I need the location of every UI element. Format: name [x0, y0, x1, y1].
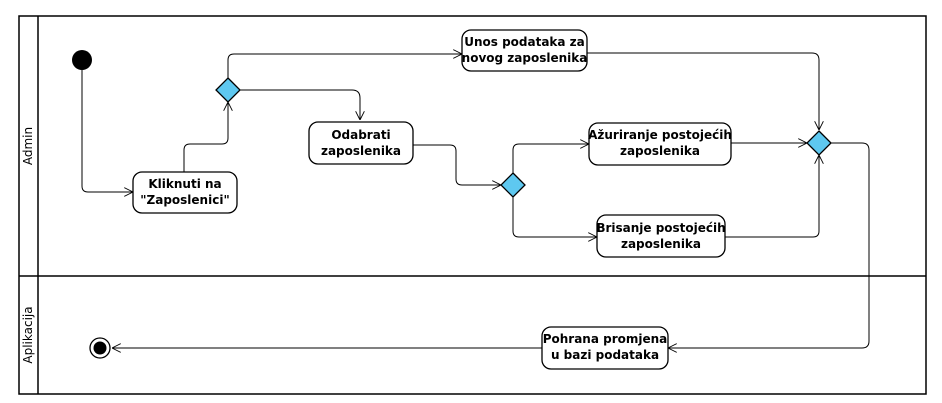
- decision-node-2: [500, 172, 526, 198]
- initial-node: [72, 50, 92, 70]
- activity-label-line2: zaposlenika: [321, 144, 401, 158]
- activity-label-line1: Ažuriranje postojećih: [588, 128, 732, 142]
- flow-odabrati-to-decision2: [413, 144, 501, 185]
- activity-unos-podataka: Unos podataka za novog zaposlenika: [461, 29, 588, 72]
- activity-label-line2: "Zaposlenici": [140, 193, 229, 207]
- activity-label-line2: u bazi podataka: [551, 348, 659, 362]
- decision-node-1: [215, 77, 241, 103]
- activity-label-line1: Pohrana promjena: [543, 332, 668, 346]
- flow-decision2-to-azuriranje: [512, 144, 589, 173]
- activity-odabrati-zaposlenika: Odabrati zaposlenika: [308, 121, 414, 165]
- flow-klik-to-decision1: [183, 102, 228, 172]
- activity-label-line1: Kliknuti na: [148, 177, 221, 191]
- flow-start-to-klik: [81, 70, 133, 192]
- merge-node: [806, 130, 832, 156]
- activity-label-line1: Odabrati: [331, 128, 390, 142]
- activity-label-line1: Unos podataka za: [464, 35, 585, 49]
- lane-label-admin: Admin: [21, 127, 35, 165]
- final-node: [89, 337, 111, 359]
- flow-decision3-to-pohrana: [668, 142, 870, 348]
- activity-label-line2: zaposlenika: [620, 144, 700, 158]
- flow-decision1-to-odabrati: [240, 89, 360, 120]
- control-flows: [81, 52, 870, 348]
- activity-brisanje-zaposlenika: Brisanje postojećih zaposlenika: [596, 214, 726, 258]
- flow-decision1-to-unos: [227, 54, 462, 78]
- activity-label-line1: Brisanje postojećih: [596, 221, 725, 235]
- activity-azuriranje-zaposlenika: Ažuriranje postojećih zaposlenika: [588, 122, 732, 166]
- flow-brisanje-to-decision3: [725, 155, 819, 238]
- activity-label-line2: novog zaposlenika: [462, 51, 588, 65]
- flow-unos-to-decision3: [587, 52, 819, 130]
- flow-decision2-to-brisanje: [512, 197, 597, 237]
- swimlane-frame: [18, 15, 927, 395]
- lane-label-aplikacija: Aplikacija: [21, 306, 35, 363]
- activity-kliknuti-zaposlenici: Kliknuti na "Zaposlenici": [132, 171, 238, 214]
- activity-pohrana-promjena: Pohrana promjena u bazi podataka: [541, 326, 669, 370]
- activity-label-line2: zaposlenika: [621, 237, 701, 251]
